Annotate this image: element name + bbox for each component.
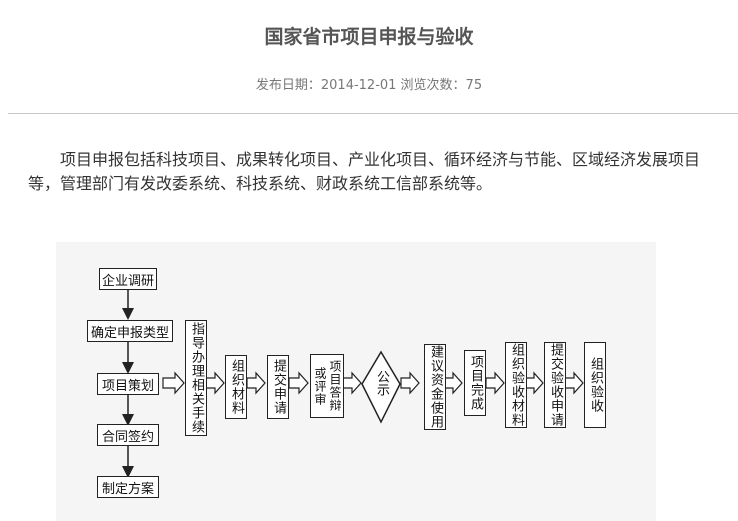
- arrow-right-8: [485, 371, 505, 395]
- arrow-right-6: [400, 371, 420, 395]
- step-box-research: 企业调研: [99, 268, 157, 290]
- arrow-right-5: [342, 371, 362, 395]
- arrow-right-10: [564, 371, 584, 395]
- article-title: 国家省市项目申报与验收: [264, 26, 474, 48]
- divider: [8, 113, 738, 114]
- step-box-contract: 合同签约: [97, 424, 159, 446]
- arrow-right-7: [444, 371, 463, 395]
- step-box-plan: 项目策划: [97, 373, 159, 395]
- article-paragraph: 项目申报包括科技项目、成果转化项目、产业化项目、循环经济与节能、区域经济发展项目…: [28, 150, 701, 193]
- step-box-type: 确定申报类型: [87, 320, 173, 342]
- arrow-right-2: [205, 371, 225, 395]
- step-box-materials: 组织材料: [225, 355, 247, 419]
- arrow-right-3: [246, 371, 266, 395]
- arrow-right-1: [162, 371, 185, 395]
- step-box-scheme: 制定方案: [97, 476, 159, 498]
- step-box-acceptance: 组织验收: [584, 342, 606, 428]
- step-box-defense: 项目答辩或评审: [310, 354, 344, 418]
- diamond-shape: [361, 350, 401, 424]
- article-meta: 发布日期：2014-12-01 浏览次数：75: [255, 78, 483, 93]
- arrow-right-9: [524, 371, 544, 395]
- arrow-right-4: [288, 371, 309, 395]
- step-box-acceptance-materials: 组织验收材料: [505, 342, 527, 428]
- step-box-guide: 指导办理相关手续: [185, 320, 207, 436]
- step-box-funding: 建议资金使用: [424, 344, 446, 430]
- step-box-acceptance-submit: 提交验收申请: [544, 342, 566, 428]
- step-box-submit: 提交申请: [267, 355, 289, 419]
- step-box-complete: 项目完成: [464, 350, 486, 416]
- step-label-publicity: 公示: [374, 370, 389, 396]
